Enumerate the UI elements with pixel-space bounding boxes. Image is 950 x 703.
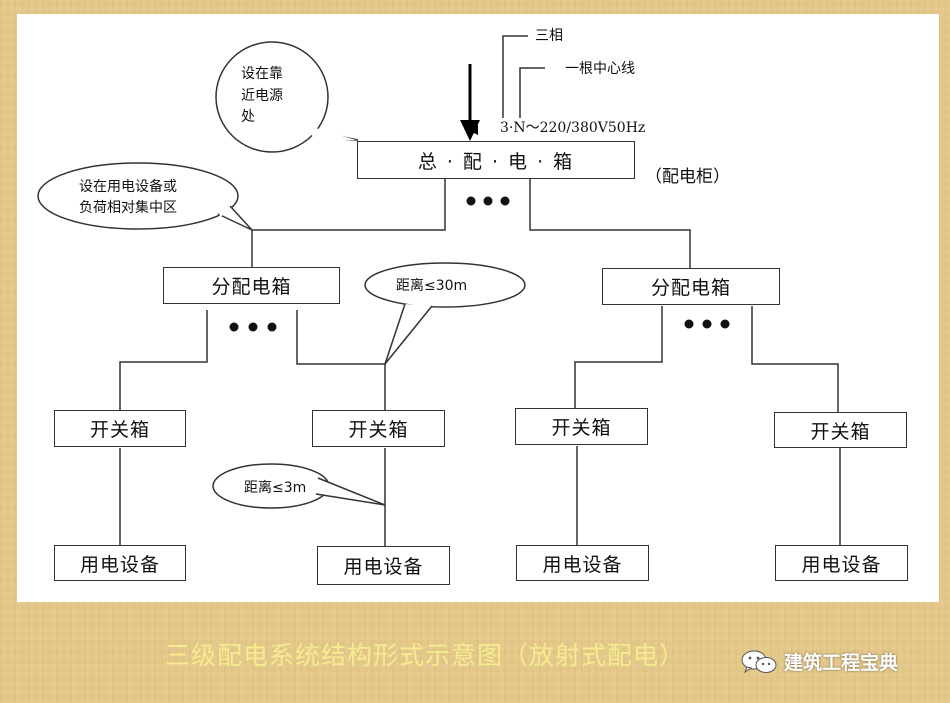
switch-box-3: 开关箱 xyxy=(515,408,648,445)
neutral-line-label: 一根中心线 xyxy=(565,61,635,77)
callout-distance-30m-text: 距离≤30m xyxy=(396,278,468,294)
three-phase-label: 三相 xyxy=(535,28,563,44)
switch-box-1: 开关箱 xyxy=(54,410,186,447)
left-dist-to-switch-2-line xyxy=(296,310,386,410)
callout-near-source-line-2: 近电源 xyxy=(241,88,283,104)
main-to-left-dist-line xyxy=(251,178,446,267)
main-distribution-box-label: 总 · 配 · 电 · 箱 xyxy=(417,150,575,173)
equipment-box-4: 用电设备 xyxy=(775,545,908,581)
main-box-note: （配电柜） xyxy=(645,167,730,187)
three-phase-leader xyxy=(502,35,528,118)
right-dist-to-switch-4-line xyxy=(751,306,839,412)
switch-box-4: 开关箱 xyxy=(774,412,907,448)
wechat-icon xyxy=(741,650,777,673)
ellipsis-dots-right xyxy=(684,319,730,329)
right-dist-to-switch-3-line xyxy=(574,306,663,410)
distribution-box-left: 分配电箱 xyxy=(163,267,340,304)
equipment-box-1: 用电设备 xyxy=(54,545,186,581)
main-distribution-box: 总 · 配 · 电 · 箱 xyxy=(357,141,635,179)
distribution-box-right-label: 分配电箱 xyxy=(650,277,731,299)
callout-distance-3m xyxy=(212,463,386,509)
equipment-box-4-label: 用电设备 xyxy=(801,553,882,576)
distribution-box-right: 分配电箱 xyxy=(602,268,780,305)
switch-box-1-label: 开关箱 xyxy=(89,419,150,441)
diagram-caption: 三级配电系统结构形式示意图（放射式配电） xyxy=(165,641,686,670)
diagram-panel xyxy=(17,14,939,602)
switch-box-2-label: 开关箱 xyxy=(348,419,409,441)
equipment-box-3-label: 用电设备 xyxy=(542,553,623,576)
ellipsis-dots-main xyxy=(466,196,510,206)
equipment-box-2-label: 用电设备 xyxy=(343,556,424,578)
switch-box-4-label: 开关箱 xyxy=(810,420,871,443)
callout-near-source-line-3: 处 xyxy=(241,109,255,125)
switch-box-3-label: 开关箱 xyxy=(551,417,612,439)
power-input-arrowhead xyxy=(460,120,480,141)
callout-load-center-line-2: 负荷相对集中区 xyxy=(79,200,177,216)
callout-load-center xyxy=(37,162,253,231)
watermark-text: 建筑工程宝典 xyxy=(784,652,899,674)
callout-load-center-line-1: 设在用电设备或 xyxy=(79,179,177,195)
callout-distance-3m-text: 距离≤3m xyxy=(244,480,307,496)
distribution-box-left-label: 分配电箱 xyxy=(211,276,292,298)
supply-spec-label: 3·N～220/380V50Hz xyxy=(500,120,646,136)
callout-near-source xyxy=(215,41,359,153)
switch-box-2: 开关箱 xyxy=(312,410,445,447)
ellipsis-dots-left xyxy=(229,322,277,332)
equipment-box-2: 用电设备 xyxy=(317,546,450,585)
callout-near-source-line-1: 设在靠 xyxy=(241,66,283,82)
watermark: 建筑工程宝典 xyxy=(740,648,898,675)
main-to-right-dist-line xyxy=(529,178,691,268)
left-dist-to-switch-1-line xyxy=(119,310,208,410)
callout-distance-30m xyxy=(364,262,526,365)
equipment-box-3: 用电设备 xyxy=(516,545,649,581)
neutral-line-leader xyxy=(519,67,545,118)
equipment-box-1-label: 用电设备 xyxy=(79,553,160,576)
